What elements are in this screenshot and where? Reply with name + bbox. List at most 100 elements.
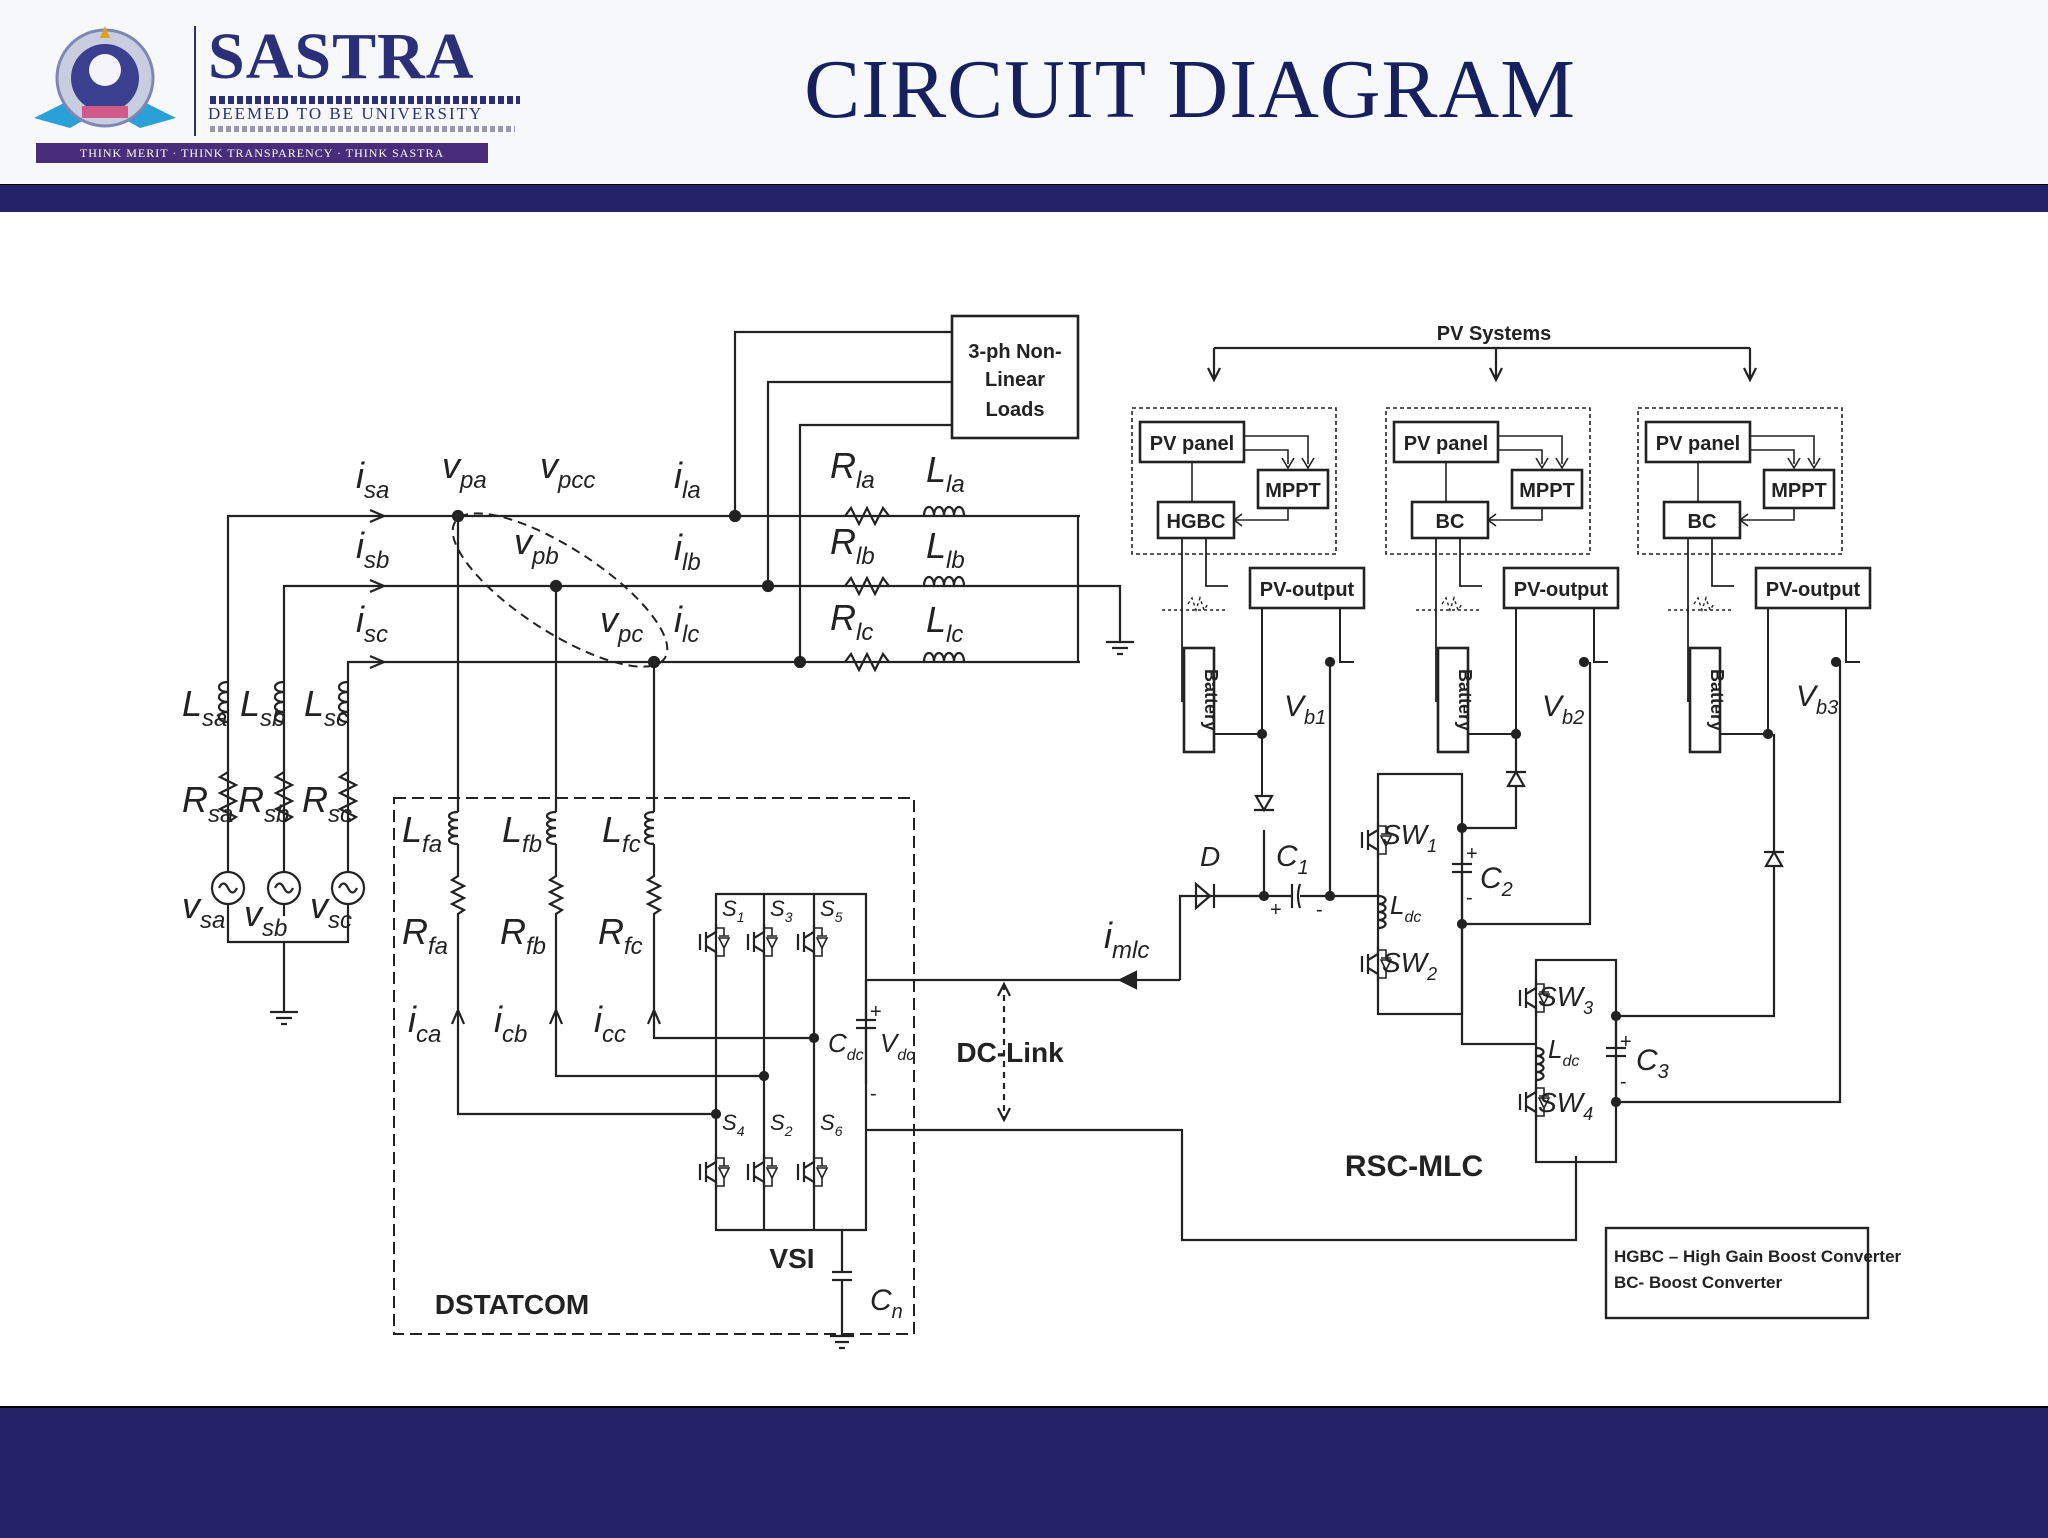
- igbt-switch: [796, 1154, 829, 1190]
- symbol-cn: Cn: [870, 1284, 903, 1323]
- loads-label-1: 3-ph Non-: [968, 341, 1061, 363]
- sastra-logo: SASTRA DEEMED TO BE UNIVERSITY THINK MER…: [30, 20, 520, 165]
- minus-sign: -: [1620, 1071, 1627, 1093]
- symbol-lfa: Lfa: [402, 809, 442, 858]
- symbol-rfa: Rfa: [402, 911, 448, 960]
- battery-label: Battery: [1201, 669, 1221, 731]
- sastra-emblem-icon: [34, 26, 176, 128]
- igbt-switch: [698, 924, 731, 960]
- igbt-switch: [796, 924, 829, 960]
- battery-box: [1182, 646, 1216, 754]
- logo-tagline: DEEMED TO BE UNIVERSITY: [208, 104, 484, 123]
- mppt-label: MPPT: [1519, 480, 1575, 502]
- symbol-ilc: ilc: [674, 599, 699, 648]
- symbol-vpa: vpa: [442, 445, 487, 494]
- battery-box: [1436, 646, 1470, 754]
- symbol-vb1: Vb1: [1284, 690, 1326, 729]
- symbol-rla: Rla: [830, 445, 875, 494]
- symbol-llc: Llc: [926, 599, 963, 648]
- mppt-box: [1510, 468, 1584, 510]
- symbol-rfb: Rfb: [500, 911, 546, 960]
- source-branches: [226, 508, 1080, 1026]
- symbol-vb3: Vb3: [1796, 680, 1838, 719]
- symbol-llb: Llb: [926, 525, 965, 574]
- symbol-ila: ila: [674, 455, 701, 504]
- converter-box: [1156, 500, 1236, 540]
- battery-label: Battery: [1707, 669, 1727, 731]
- pv-panel-label: PV panel: [1656, 433, 1740, 455]
- rsc-mlc-stage: [1376, 772, 1626, 1164]
- symbol-s4: S4: [722, 1110, 745, 1139]
- source-resistor: [337, 771, 359, 823]
- symbol-lla: Lla: [926, 449, 965, 498]
- pv-panel-box: [1644, 420, 1752, 464]
- pv-panel-label: PV panel: [1404, 433, 1488, 455]
- igbt-switch: [746, 1154, 779, 1190]
- header-band: [0, 184, 2048, 213]
- pv-output-label: PV-output: [1514, 579, 1609, 601]
- converter-label: HGBC: [1167, 511, 1226, 533]
- symbol-rsb: Rsb: [238, 779, 289, 828]
- symbol-ica: ica: [408, 999, 441, 1048]
- pv-output-box: [1502, 566, 1620, 610]
- slide-title: CIRCUIT DIAGRAM: [804, 43, 1576, 136]
- symbol-sw4: SW4: [1538, 1087, 1593, 1124]
- pv-output-label: PV-output: [1766, 579, 1861, 601]
- symbol-s2: S2: [770, 1110, 793, 1139]
- plus-sign: +: [1270, 899, 1282, 921]
- pv-panel-box: [1392, 420, 1500, 464]
- symbol-vpcc: vpcc: [540, 445, 595, 494]
- rsc-mlc-label: RSC-MLC: [1345, 1150, 1483, 1183]
- minus-sign: -: [870, 1083, 877, 1105]
- plus-sign: +: [870, 1001, 882, 1023]
- legend-box: [1604, 1226, 1870, 1320]
- source-components: [210, 680, 366, 906]
- mppt-box: [1762, 468, 1836, 510]
- minus-sign: -: [1316, 899, 1323, 921]
- source-inductor: [337, 680, 349, 724]
- minus-sign: -: [1466, 887, 1473, 909]
- pv-feeds: [1328, 662, 1842, 1104]
- symbol-icb: icb: [494, 999, 527, 1048]
- pcc-nodes: [451, 509, 807, 669]
- symbol-ldc-1: Ldc: [1390, 890, 1421, 926]
- legend-line-1: HGBC – High Gain Boost Converter: [1614, 1247, 1902, 1266]
- sine-icon: [218, 882, 238, 894]
- symbol-c3: C3: [1636, 1044, 1669, 1083]
- symbol-imlc: imlc: [1104, 915, 1149, 964]
- symbol-rlb: Rlb: [830, 521, 875, 570]
- symbol-d: D: [1200, 841, 1220, 872]
- mppt-label: MPPT: [1265, 480, 1321, 502]
- logo-decor-line: [210, 96, 520, 104]
- symbol-s3: S3: [770, 896, 793, 925]
- symbol-isa: isa: [356, 455, 389, 504]
- symbol-lfb: Lfb: [502, 809, 542, 858]
- sine-icon: [274, 882, 294, 894]
- symbol-rlc: Rlc: [830, 597, 873, 646]
- vsi-label: VSI: [769, 1243, 814, 1274]
- symbol-c2: C2: [1480, 862, 1513, 901]
- pv-output-box: [1754, 566, 1872, 610]
- symbol-vdc: Vdc: [880, 1028, 914, 1064]
- pv-output-box: [1248, 566, 1366, 610]
- pv-output-label: PV-output: [1260, 579, 1355, 601]
- pv-systems-label: PV Systems: [1437, 323, 1552, 345]
- polarity-marks: + - + - + - + -: [870, 843, 1632, 1105]
- symbol-sw2: SW2: [1382, 947, 1437, 984]
- source-resistor: [273, 771, 295, 823]
- dstatcom-label: DSTATCOM: [435, 1289, 590, 1320]
- symbol-vb2: Vb2: [1542, 690, 1584, 729]
- source-inductor: [273, 680, 285, 724]
- symbol-sw3: SW3: [1538, 981, 1593, 1018]
- logo-footer-strip: THINK MERIT · THINK TRANSPARENCY · THINK…: [36, 143, 488, 163]
- legend-line-2: BC- Boost Converter: [1614, 1273, 1783, 1292]
- symbol-rfc: Rfc: [598, 911, 643, 960]
- source-inductor: [217, 680, 229, 724]
- symbol-s1: S1: [722, 896, 744, 925]
- symbol-s5: S5: [820, 896, 843, 925]
- logo-divider: [194, 26, 196, 136]
